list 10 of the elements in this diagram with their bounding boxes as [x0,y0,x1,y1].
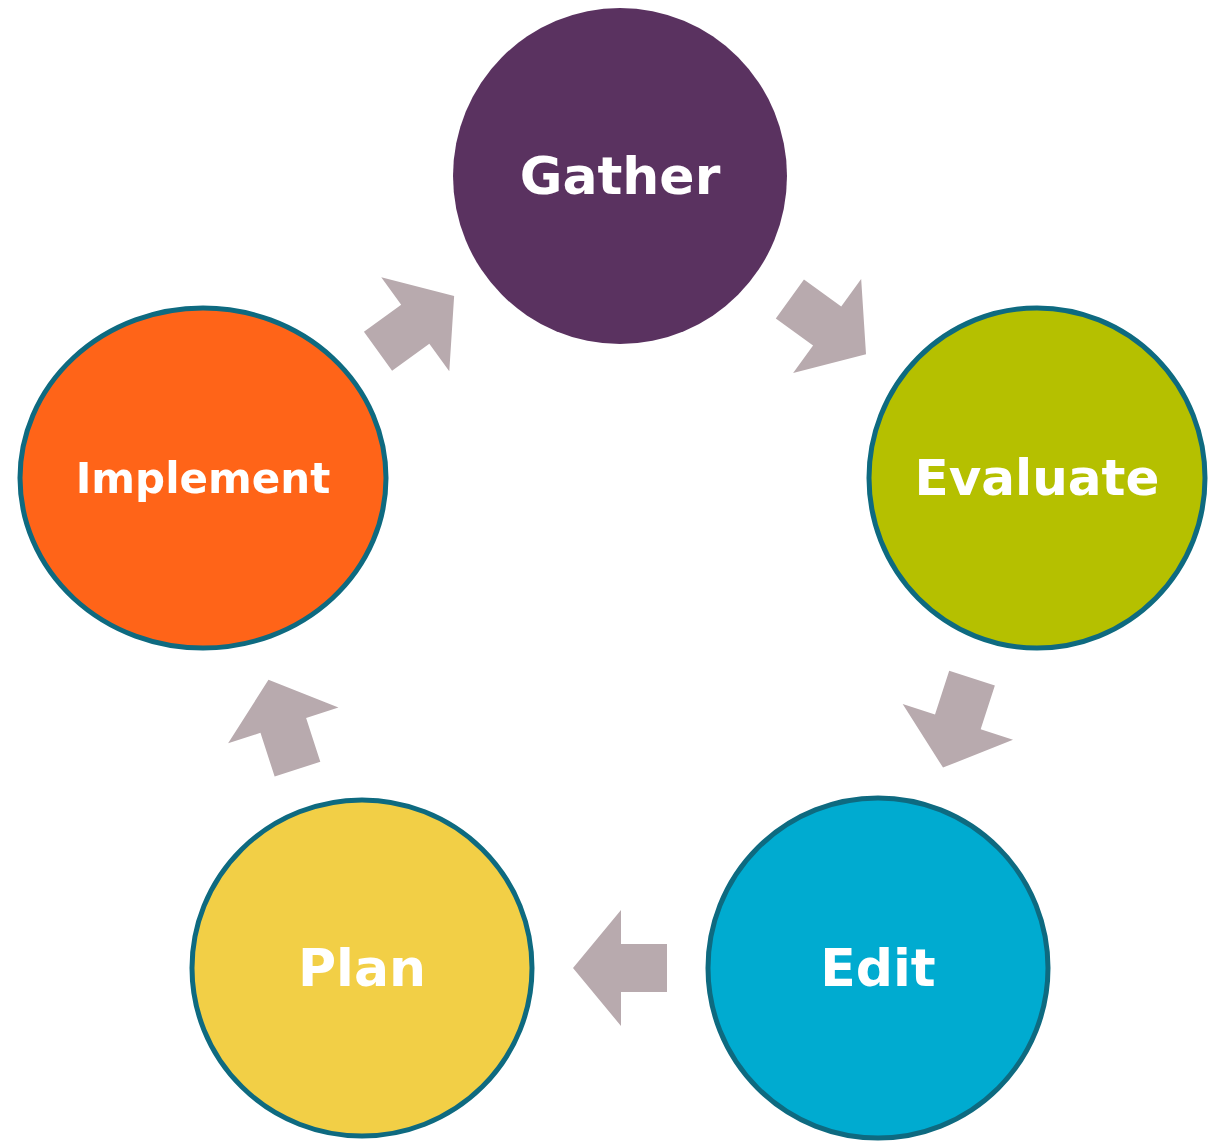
step-label: Implement [75,453,331,503]
step-label: Gather [519,146,721,206]
step-label: Plan [297,938,426,998]
step-label: Edit [820,938,936,998]
block-arrow [228,679,339,777]
step-label: Evaluate [914,449,1160,507]
block-arrow [363,277,455,372]
block-arrow [775,279,866,373]
block-arrow [902,670,1013,768]
block-arrow [573,910,667,1026]
